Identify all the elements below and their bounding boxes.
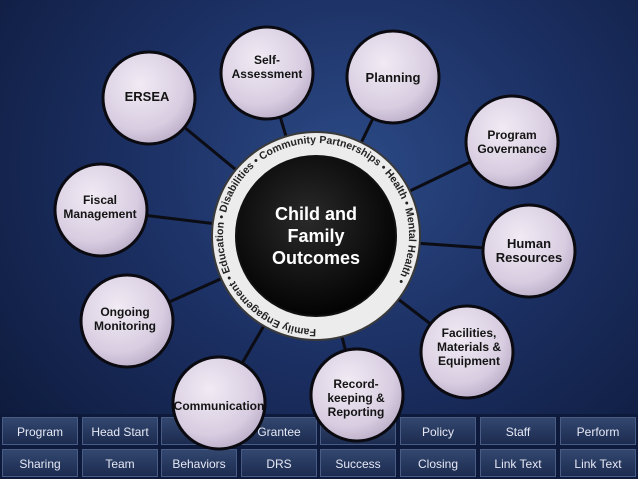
center-hub: Family Engagement • Education • Disabili… [211,131,421,341]
bar-cell-r1-c2[interactable]: Head Start [82,417,158,445]
bar-cell-r2-c2[interactable]: Team [82,449,158,477]
label-planning: Planning [365,70,421,85]
bar-cell-r1-c6[interactable]: Policy [400,417,476,445]
node-planning [345,29,441,125]
node-program-governance [464,94,560,190]
bar-cell-r2-c4[interactable]: DRS [241,449,317,477]
node-ongoing-monitoring [79,273,175,369]
label-self-assessment: Self-Assessment [231,53,303,81]
node-human-resources [481,203,577,299]
node-self-assessment [219,25,315,121]
label-communication-front: Communication [173,399,265,413]
node-ersea [101,50,197,146]
bar-cell-r1-c8[interactable]: Perform [560,417,636,445]
center-title: Child and Family Outcomes [271,204,361,268]
bar-cell-r2-c7[interactable]: Link Text [480,449,556,477]
bar-cell-r2-c5[interactable]: Success [320,449,396,477]
bar-cell-r1-c7[interactable]: Staff [480,417,556,445]
bottom-nav-bar: Program Head Start St Grantee Policy Sta… [0,414,638,479]
bar-cell-r2-c3[interactable]: Behaviors [161,449,237,477]
bar-cell-r1-c5[interactable] [320,417,396,445]
bar-cell-r1-c4[interactable]: Grantee [241,417,317,445]
bar-cell-r2-c8[interactable]: Link Text [560,449,636,477]
bar-cell-r2-c1[interactable]: Sharing [2,449,78,477]
label-record-keeping-front: Record-keeping &Reporting [327,377,385,419]
node-facilities [419,304,515,400]
bar-cell-r1-c3[interactable]: St [161,417,237,445]
bar-cell-r1-c1[interactable]: Program [2,417,78,445]
bar-cell-r2-c6[interactable]: Closing [400,449,476,477]
node-fiscal-management [53,162,149,258]
label-facilities: Facilities,Materials &Equipment [436,326,502,368]
center-circle [235,155,397,317]
label-ersea: ERSEA [124,89,170,104]
